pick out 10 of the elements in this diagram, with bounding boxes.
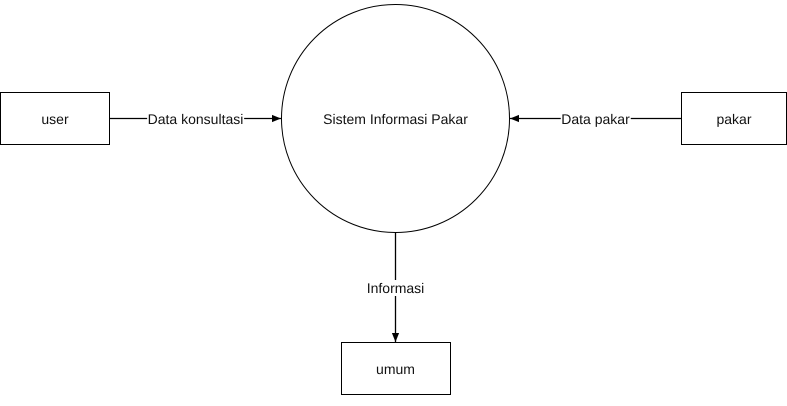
node-label: pakar: [716, 110, 752, 126]
node-label: Sistem Informasi Pakar: [323, 110, 468, 126]
node-label: user: [41, 110, 69, 126]
edge-label: Data pakar: [560, 110, 631, 126]
edge-label: Informasi: [366, 280, 426, 296]
entity-box: [340, 342, 450, 395]
entity-box: [0, 92, 110, 145]
node-label: umum: [376, 360, 415, 376]
entity-box: [681, 92, 787, 145]
edge-label: Data konsultasi: [146, 110, 244, 126]
